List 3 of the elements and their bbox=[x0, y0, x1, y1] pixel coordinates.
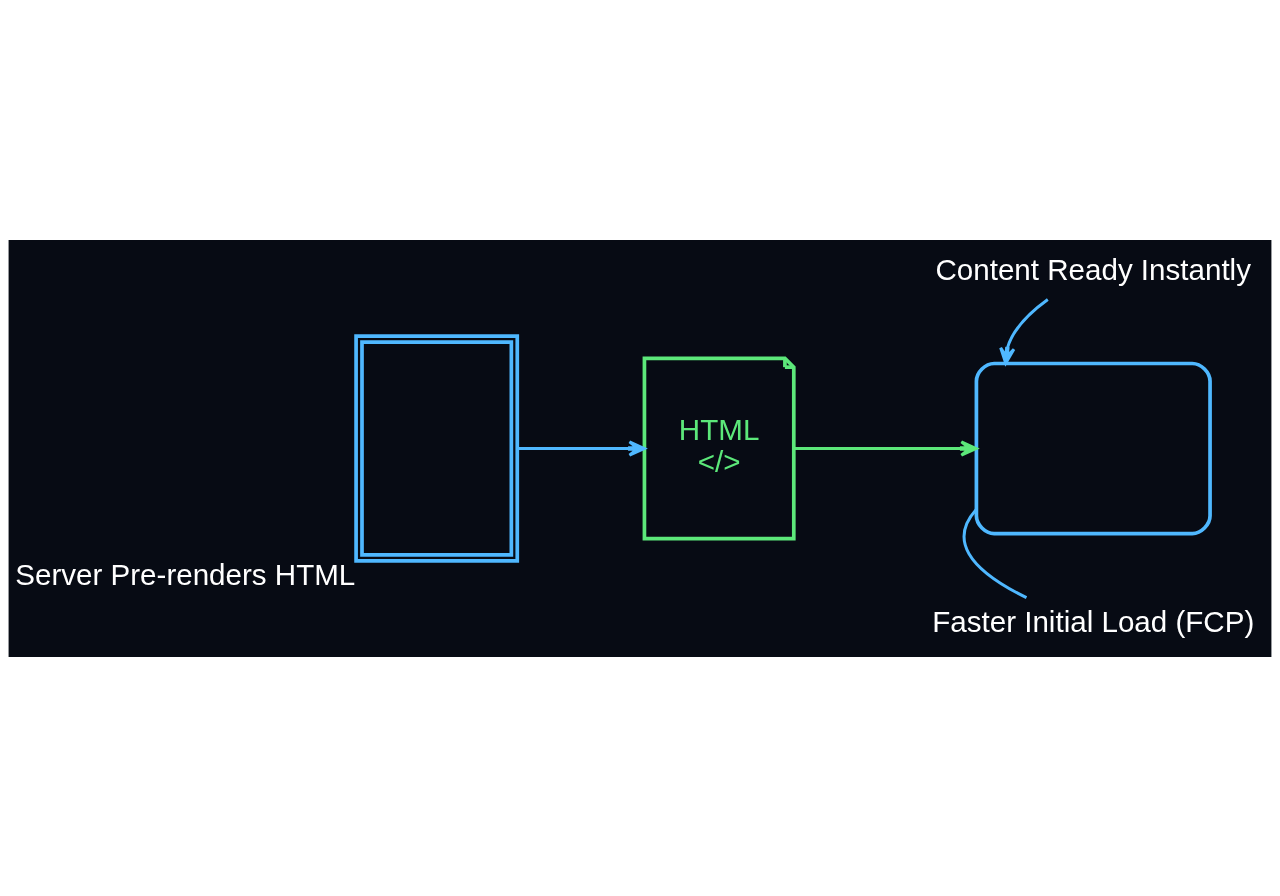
node-label: Server Pre-renders HTML bbox=[15, 557, 356, 591]
node-text: Content Ready Instantly bbox=[935, 252, 1251, 286]
node-text: Faster Initial Load (FCP) bbox=[932, 604, 1255, 638]
